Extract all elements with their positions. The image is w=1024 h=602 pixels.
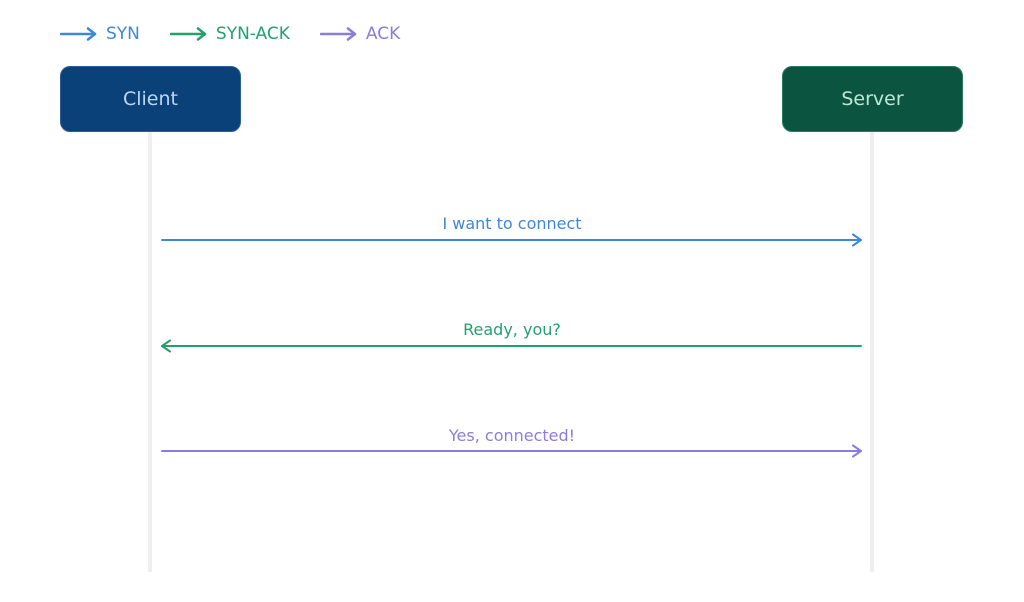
client-label: Client bbox=[122, 88, 178, 110]
syn-ack-arrow-icon bbox=[169, 27, 207, 41]
client-lifeline bbox=[148, 128, 152, 572]
legend-item-syn: SYN bbox=[60, 22, 140, 46]
legend-item-ack: ACK bbox=[319, 22, 401, 46]
server-lifeline bbox=[870, 128, 874, 572]
syn-message-label: I want to connect bbox=[442, 214, 582, 233]
syn-arrow-icon bbox=[60, 27, 97, 41]
server-label: Server bbox=[841, 88, 904, 110]
syn-ack-message-arrow bbox=[161, 339, 862, 353]
legend-item-syn-ack: SYN-ACK bbox=[169, 22, 290, 46]
syn-ack-message-label: Ready, you? bbox=[463, 320, 561, 339]
legend-label-syn: SYN bbox=[106, 24, 140, 44]
syn-message-arrow bbox=[161, 233, 862, 247]
server-participant: Server bbox=[782, 66, 963, 132]
ack-message-arrow bbox=[161, 444, 862, 458]
client-participant: Client bbox=[60, 66, 241, 132]
ack-message-label: Yes, connected! bbox=[448, 426, 576, 445]
legend-label-syn-ack: SYN-ACK bbox=[215, 24, 290, 44]
legend: SYN SYN-ACK ACK bbox=[60, 22, 430, 46]
ack-arrow-icon bbox=[319, 27, 357, 41]
legend-label-ack: ACK bbox=[365, 24, 401, 44]
